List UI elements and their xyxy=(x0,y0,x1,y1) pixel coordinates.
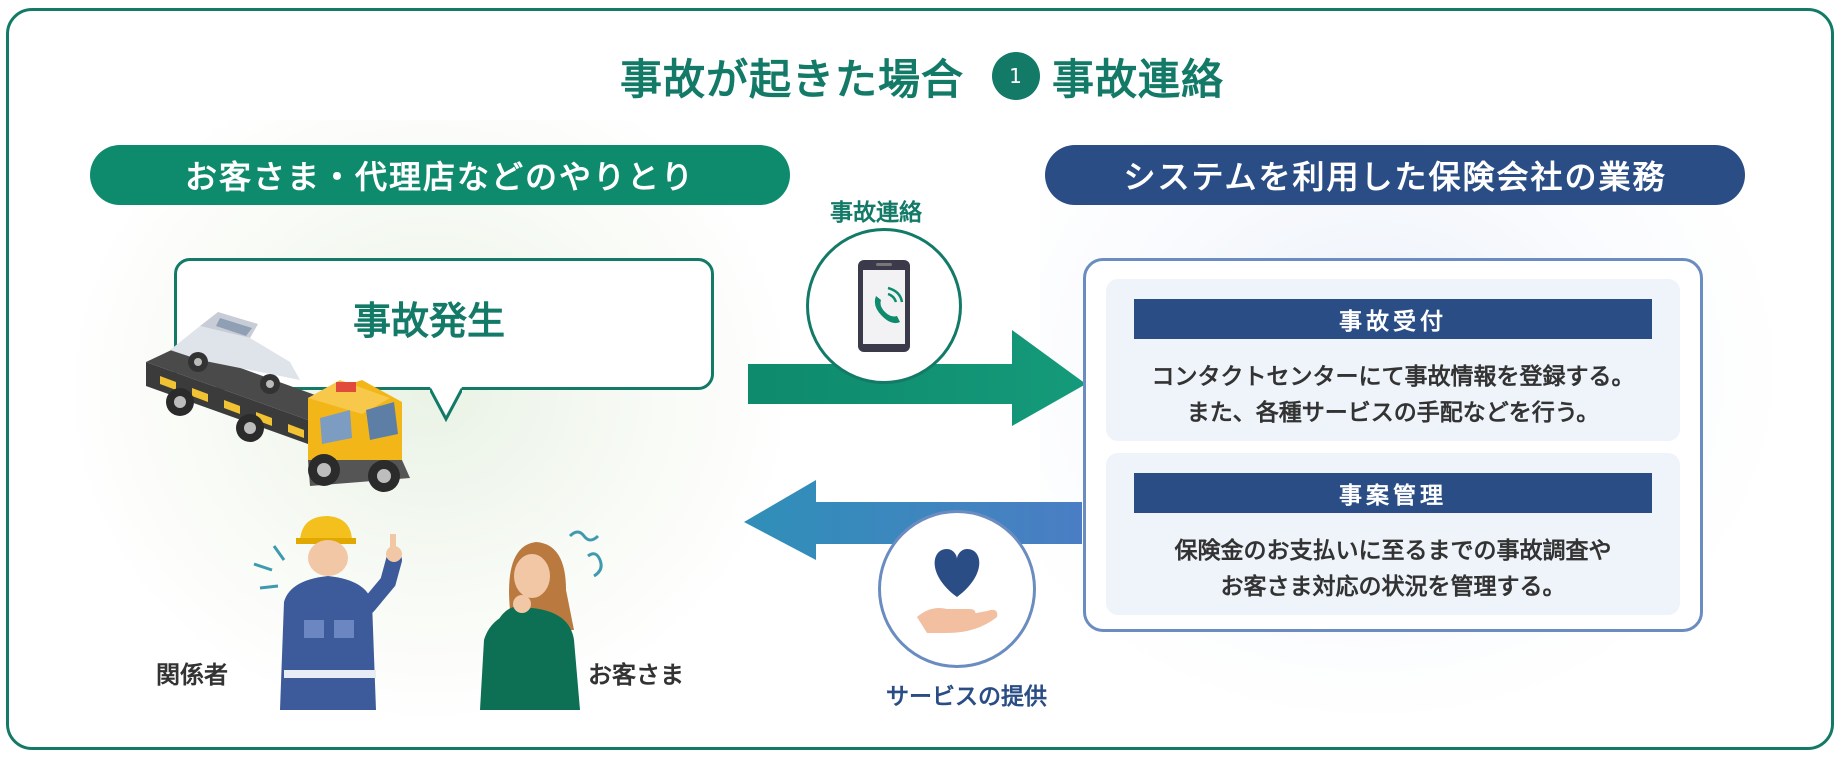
card-line: コンタクトセンターにて事故情報を登録する。 xyxy=(1151,364,1635,390)
card-line: お客さま対応の状況を管理する。 xyxy=(1220,574,1566,600)
customer-label: お客さま xyxy=(588,661,684,689)
service-flow-label: サービスの提供 xyxy=(886,684,1047,710)
accident-reception-card: 事故受付 コンタクトセンターにて事故情報を登録する。 また、各種サービスの手配な… xyxy=(1106,279,1680,441)
case-management-card: 事案管理 保険金のお支払いに至るまでの事故調査や お客さま対応の状況を管理する。 xyxy=(1106,453,1680,615)
phone-circle xyxy=(806,228,962,384)
bubble-text: 事故発生 xyxy=(352,298,505,343)
heart-hand-icon xyxy=(917,549,998,633)
worker-icon xyxy=(253,516,402,710)
card-description: コンタクトセンターにて事故情報を登録する。 また、各種サービスの手配などを行う。 xyxy=(1106,359,1680,431)
card-title: 事案管理 xyxy=(1134,473,1652,513)
title-main: 事故が起きた場合 xyxy=(619,54,964,104)
tow-truck-icon xyxy=(146,312,410,492)
customer-icon xyxy=(480,530,603,710)
left-background-glow xyxy=(70,120,790,720)
service-circle xyxy=(878,510,1036,668)
card-title: 事故受付 xyxy=(1134,299,1652,339)
contact-arrow xyxy=(748,330,1086,426)
right-section-header: システムを利用した保険会社の業務 xyxy=(1045,145,1745,205)
related-party-label: 関係者 xyxy=(156,661,228,689)
insurer-operations-panel: 事故受付 コンタクトセンターにて事故情報を登録する。 また、各種サービスの手配な… xyxy=(1083,258,1703,632)
contact-flow-label: 事故連絡 xyxy=(830,200,922,226)
card-line: 保険金のお支払いに至るまでの事故調査や xyxy=(1174,538,1612,564)
title-step-label: 事故連絡 xyxy=(1052,54,1225,104)
bubble-tail xyxy=(430,387,462,423)
card-description: 保険金のお支払いに至るまでの事故調査や お客さま対応の状況を管理する。 xyxy=(1106,533,1680,605)
card-line: また、各種サービスの手配などを行う。 xyxy=(1186,400,1600,426)
step-number-badge: 1 xyxy=(992,52,1040,100)
page-title: 事故が起きた場合 1 事故連絡 xyxy=(0,46,1844,106)
left-section-header: お客さま・代理店などのやりとり xyxy=(90,145,790,205)
phone-icon xyxy=(858,260,910,352)
